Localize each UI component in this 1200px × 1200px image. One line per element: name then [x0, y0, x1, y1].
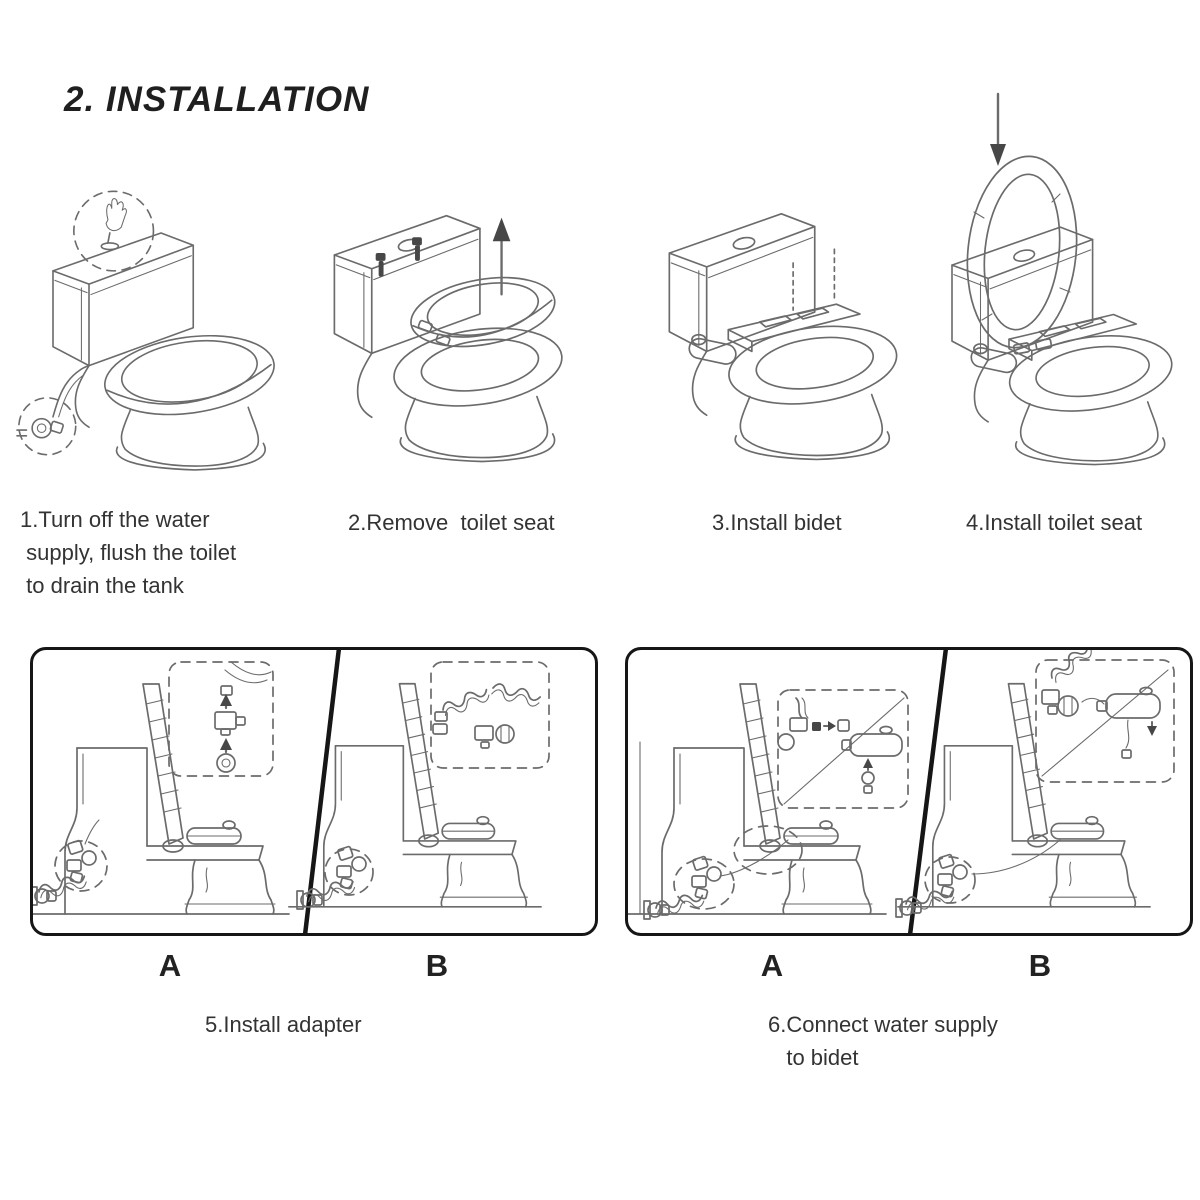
step6-caption: 6.Connect water supply to bidet	[768, 1012, 998, 1070]
connect-water-illustration	[628, 650, 1175, 933]
panel5-option-a-label: A	[158, 948, 182, 983]
connection-detail-inset-a	[777, 689, 909, 809]
page-title: 2. INSTALLATION	[64, 80, 370, 119]
panel-divider	[302, 650, 342, 933]
step4-illustration	[951, 92, 1178, 466]
up-arrow-icon	[492, 217, 511, 296]
step1-caption: 1.Turn off the water supply, flush the t…	[20, 507, 237, 598]
water-hose-a	[719, 839, 789, 877]
supply-valve-callout-a	[33, 819, 108, 906]
step1-illustration	[16, 190, 275, 471]
down-arrow-icon	[990, 92, 1006, 166]
step3-illustration	[668, 212, 903, 461]
upright-seat-drawing	[966, 155, 1078, 355]
step2-caption: 2.Remove toilet seat	[348, 510, 555, 535]
adapter-detail-inset-b	[430, 661, 550, 769]
toilet-drawing	[52, 232, 275, 471]
flush-button-callout	[73, 190, 155, 272]
adapter-detail-inset-a	[168, 661, 274, 777]
panel5-option-b-label: B	[425, 948, 449, 983]
install-adapter-panel	[30, 647, 598, 936]
bidet-attachment-drawing	[686, 303, 861, 367]
connection-detail-inset-b	[1035, 650, 1175, 783]
removed-seat-drawing	[410, 276, 556, 348]
panel6-option-b-label: B	[1028, 948, 1052, 983]
toilet-drawing	[668, 212, 903, 461]
step5-caption: 5.Install adapter	[205, 1012, 362, 1037]
step4-caption: 4.Install toilet seat	[966, 510, 1143, 535]
panel6-option-a-label: A	[760, 948, 784, 983]
water-valve-callout	[16, 364, 90, 456]
install-adapter-illustration	[33, 650, 550, 933]
step2-illustration	[333, 214, 568, 463]
step3-caption: 3.Install bidet	[712, 510, 842, 535]
supply-valve-callout-a	[643, 825, 803, 920]
panel-divider	[907, 650, 949, 933]
supply-valve-callout-b	[895, 853, 976, 918]
mounting-bolts	[375, 237, 422, 277]
water-hose-b	[971, 839, 1061, 875]
connect-water-panel	[625, 647, 1193, 936]
supply-valve-callout-b	[296, 845, 374, 910]
toilet-drawing	[951, 226, 1178, 466]
